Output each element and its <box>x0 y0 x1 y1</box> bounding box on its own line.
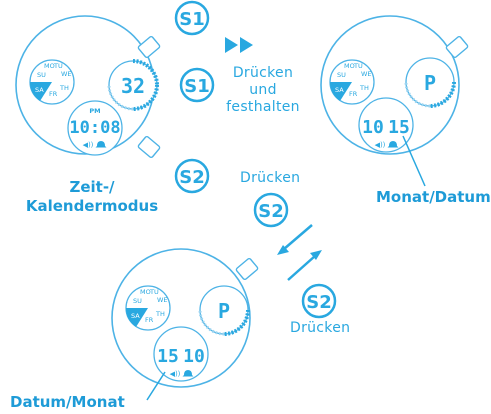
s2-badge-bottom: S2 <box>301 283 337 319</box>
arrow-up-right-icon <box>287 250 322 281</box>
crown-bottom[interactable] <box>137 135 161 159</box>
callout-line <box>402 135 426 187</box>
day-tu: TU <box>353 62 363 70</box>
right-display: 32 <box>121 74 145 98</box>
day-we: WE <box>61 70 72 78</box>
s1-label: S1 <box>184 76 210 97</box>
right-subdial: P <box>404 57 456 108</box>
date-subdial: 10 15 ◀)) <box>358 97 414 153</box>
weekday-subdial: SU MO TU WE TH FR SA <box>125 285 171 331</box>
active-day-sector <box>29 82 52 101</box>
instruction-line: festhalten <box>226 99 300 115</box>
day-tu: TU <box>53 62 63 70</box>
s2-press-bottom-text: Drücken <box>290 320 351 336</box>
s2-label: S2 <box>258 201 284 222</box>
s1-label: S1 <box>179 9 205 30</box>
crown-top[interactable] <box>137 35 161 59</box>
arrow-down-left-icon <box>277 224 313 255</box>
watch-date-month: SU MO TU WE TH FR SA P 15 10 ◀)) <box>111 248 259 401</box>
watch-month-date: SU MO TU WE TH FR SA P 10 15 ◀)) <box>320 15 469 187</box>
day-mo: MO <box>344 62 355 70</box>
time-subdial: PM 10:08 ◀)) <box>67 100 123 156</box>
day-th: TH <box>59 84 69 92</box>
crown-top[interactable] <box>445 35 469 59</box>
day-we: WE <box>361 70 372 78</box>
date-subdial: 15 10 ◀)) <box>153 326 209 382</box>
instruction-line: Drücken <box>232 65 294 81</box>
am-pm-indicator: PM <box>89 107 100 115</box>
right-display: P <box>424 71 436 95</box>
day-sa: SA <box>35 86 44 94</box>
active-day-sector <box>329 82 352 101</box>
mode-label-line: Kalendermodus <box>25 197 159 215</box>
day-sa: SA <box>131 312 140 320</box>
mode-label-line: Zeit-/ <box>69 178 115 196</box>
s1-press-hold-text: Drücken und festhalten <box>220 65 306 116</box>
mode-label-date-month: Datum/Monat <box>10 393 125 411</box>
weekday-subdial: SU MO TU WE TH FR SA <box>329 59 375 105</box>
day-sa: SA <box>335 86 344 94</box>
day-fr: FR <box>145 316 154 324</box>
play-forward-icon <box>225 37 253 53</box>
date-value: 15 <box>388 117 410 138</box>
s2-press-top-text: Drücken <box>240 170 301 186</box>
watch-time-calendar: SU MO TU WE TH FR SA 32 PM 10:08 ◀)) <box>15 15 161 159</box>
s2-badge-left: S2 <box>174 158 210 194</box>
day-fr: FR <box>49 90 58 98</box>
day-tu: TU <box>149 288 159 296</box>
month-value: 10 <box>183 346 205 367</box>
s2-label: S2 <box>306 292 332 313</box>
date-value: 15 <box>157 346 179 367</box>
mode-label-time-calendar: Zeit-/ Kalendermodus <box>22 178 162 216</box>
s1-badge-top: S1 <box>174 0 210 36</box>
day-we: WE <box>157 296 168 304</box>
day-fr: FR <box>349 90 358 98</box>
day-su: SU <box>337 71 346 79</box>
month-value: 10 <box>362 117 384 138</box>
alarm-bell-icon <box>387 141 399 148</box>
time-display: 10:08 <box>69 118 120 138</box>
day-mo: MO <box>44 62 55 70</box>
right-display: P <box>218 299 230 323</box>
alarm-bell-icon <box>95 141 107 148</box>
alarm-bell-icon <box>182 370 194 377</box>
callout-line <box>146 371 166 401</box>
s2-badge-center: S2 <box>253 192 289 228</box>
day-th: TH <box>359 84 369 92</box>
sound-icon: ◀)) <box>170 370 181 378</box>
s1-badge-middle: S1 <box>179 67 215 103</box>
sound-icon: ◀)) <box>375 141 386 149</box>
day-su: SU <box>133 297 142 305</box>
day-th: TH <box>155 310 165 318</box>
crown-top[interactable] <box>235 257 259 281</box>
mode-label-month-date: Monat/Datum <box>376 188 491 206</box>
day-mo: MO <box>140 288 151 296</box>
active-day-sector <box>125 308 148 327</box>
right-subdial: P <box>198 285 250 336</box>
right-subdial: 32 <box>107 59 159 111</box>
instruction-line: und <box>249 82 277 98</box>
s2-label: S2 <box>179 167 205 188</box>
day-su: SU <box>37 71 46 79</box>
sound-icon: ◀)) <box>83 141 94 149</box>
weekday-subdial: SU MO TU WE TH FR SA <box>29 59 75 105</box>
